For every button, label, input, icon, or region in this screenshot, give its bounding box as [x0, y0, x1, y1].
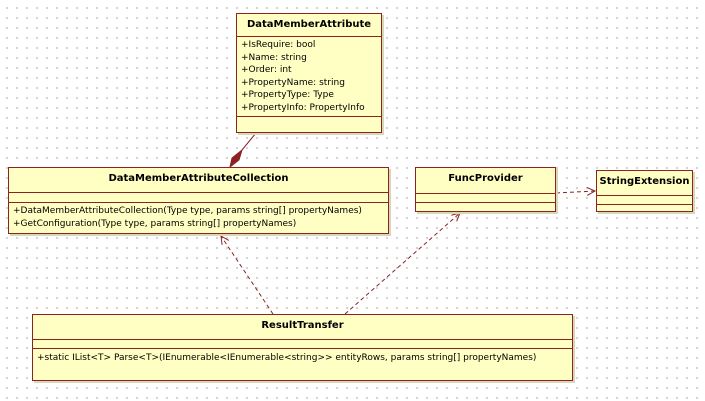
attribute-row: +Name: string — [241, 52, 307, 63]
class-name: DataMemberAttributeCollection — [108, 173, 289, 184]
attributes-compartment — [33, 339, 572, 348]
operations-compartment: +static IList<T> Parse<T>(IEnumerable<IE… — [33, 348, 572, 384]
class-data-member-attribute-collection[interactable]: DataMemberAttributeCollection +DataMembe… — [8, 167, 389, 234]
operations-compartment — [416, 202, 555, 211]
attributes-compartment: +IsRequire: bool +Name: string +Order: i… — [237, 36, 381, 116]
attribute-row: +Order: int — [241, 65, 292, 75]
operation-row: +static IList<T> Parse<T>(IEnumerable<IE… — [37, 353, 537, 363]
operation-row: +GetConfiguration(Type type, params stri… — [13, 218, 297, 229]
operations-compartment — [237, 116, 381, 127]
class-name: ResultTransfer — [261, 320, 344, 331]
class-name: FuncProvider — [448, 173, 523, 184]
dependency-resulttransfer-to-collection — [221, 236, 274, 315]
class-name: DataMemberAttribute — [246, 19, 372, 30]
dependency-funcprovider-to-stringextension — [555, 191, 595, 193]
attributes-compartment — [597, 195, 692, 204]
attribute-row: +PropertyName: string — [241, 77, 345, 88]
operations-compartment: +DataMemberAttributeCollection(Type type… — [9, 202, 388, 232]
operations-compartment — [597, 204, 692, 212]
attribute-row: +IsRequire: bool — [241, 40, 316, 50]
class-func-provider[interactable]: FuncProvider — [415, 167, 556, 212]
class-name: StringExtension — [599, 176, 690, 187]
attribute-row: +PropertyInfo: PropertyInfo — [241, 102, 365, 113]
attribute-row: +PropertyType: Type — [241, 90, 334, 100]
composition-collection-to-attribute — [229, 132, 257, 169]
attributes-compartment — [9, 192, 388, 202]
operation-row: +DataMemberAttributeCollection(Type type… — [13, 206, 362, 216]
attributes-compartment — [416, 193, 555, 202]
class-result-transfer[interactable]: ResultTransfer +static IList<T> Parse<T>… — [32, 314, 573, 381]
class-data-member-attribute[interactable]: DataMemberAttribute +IsRequire: bool +Na… — [236, 13, 382, 133]
class-string-extension[interactable]: StringExtension — [596, 170, 693, 212]
composition-diamond-icon — [229, 148, 243, 169]
